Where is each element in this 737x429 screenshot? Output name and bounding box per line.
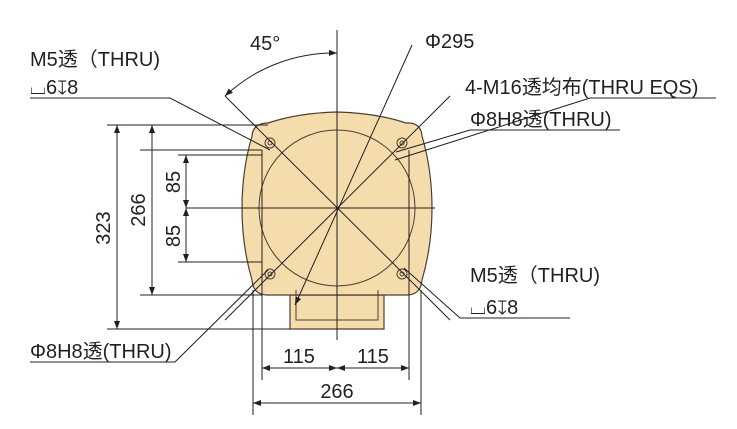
extension-lines [107, 124, 422, 415]
dim-upper-85: 85 [163, 171, 185, 193]
dim-right-115: 115 [357, 346, 389, 368]
dim-height-323: 323 [93, 211, 115, 244]
m5-top-label: M5透（THRU) [30, 48, 160, 71]
hole-bottom-left [264, 268, 276, 280]
dim-left-115: 115 [283, 346, 315, 368]
hole-top-right [396, 137, 408, 149]
phi8-left-label: Φ8H8透(THRU) [30, 340, 172, 363]
dim-lower-85: 85 [163, 225, 185, 247]
centerlines [186, 30, 451, 340]
leader-lines [30, 97, 716, 363]
m16-label: 4-M16透均布(THRU EQS) [465, 76, 698, 99]
angle-label: 45° [250, 33, 280, 55]
dim-height-266: 266 [128, 193, 150, 226]
diameter-label: Φ295 [425, 31, 474, 53]
phi8-right-label: Φ8H8透(THRU) [470, 108, 612, 131]
m5-bottom-label: M5透（THRU) [470, 264, 600, 287]
dim-width-266: 266 [320, 381, 353, 403]
m5-top-counterbore: ⌴6↧8 [30, 77, 78, 99]
m5-bottom-counterbore: ⌴6↧8 [470, 297, 518, 319]
